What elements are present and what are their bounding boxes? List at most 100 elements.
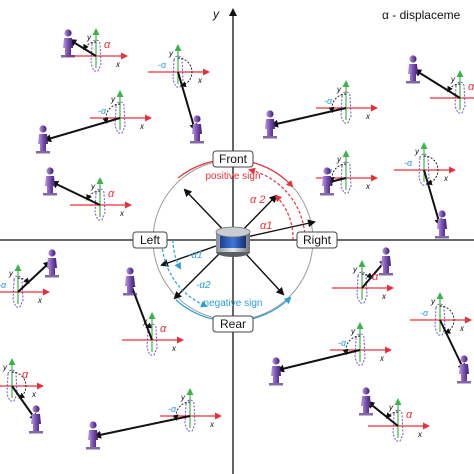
neg-alpha1-label: -α1 — [188, 250, 203, 261]
x-label: x — [197, 76, 203, 85]
x-label: x — [365, 182, 371, 191]
alpha-label: α — [406, 409, 413, 421]
x-label: x — [115, 60, 121, 69]
center-group: Front Rear Left Right positive sign nega… — [132, 150, 338, 333]
neg-alpha-label: -α — [338, 338, 347, 348]
x-label: x — [417, 430, 423, 439]
person-icon — [123, 267, 137, 296]
displacement-arrow — [68, 38, 97, 57]
x-label: x — [443, 174, 449, 183]
angle-arc — [328, 163, 347, 184]
pedestrian-vignette: x y-α — [394, 142, 456, 239]
positive-arc — [274, 194, 294, 241]
x-label: x — [459, 324, 465, 333]
angle-arc — [145, 322, 153, 329]
y-label: y — [168, 49, 174, 58]
pedestrian-vignette: x y-α — [263, 80, 378, 139]
x-label: x — [31, 390, 37, 399]
person-icon — [269, 357, 283, 386]
neg-alpha-label: -α — [324, 96, 333, 106]
front-label-box — [212, 150, 254, 168]
displacement-arrow — [177, 71, 198, 132]
rear-label: Rear — [220, 317, 246, 331]
alpha-label: α — [372, 271, 379, 283]
person-icon — [61, 29, 75, 58]
y-label: y — [90, 182, 96, 191]
angle-arc — [86, 190, 101, 201]
angle-arc — [439, 305, 455, 334]
neg-alpha-label: -α — [0, 280, 7, 290]
alpha-label: α — [468, 81, 474, 93]
displacement-arrow — [43, 117, 121, 143]
angle-arc — [361, 272, 373, 279]
person-icon — [190, 115, 204, 144]
y-label: y — [180, 393, 186, 402]
neg-alpha-label: -α — [404, 158, 413, 168]
legend-text: α - displaceme — [382, 8, 461, 22]
person-icon — [359, 387, 373, 416]
y-label: y — [8, 269, 14, 278]
negative-sign-text: negative sign — [204, 298, 263, 309]
person-icon — [36, 125, 50, 154]
y-label: y — [350, 327, 356, 336]
y-label: y — [414, 147, 420, 156]
front-label: Front — [219, 152, 248, 166]
alpha-label: α — [22, 369, 29, 381]
pedestrian-vignette: x y-α — [86, 388, 222, 450]
x-label: x — [381, 292, 387, 301]
alpha2-label: α 2 — [250, 194, 265, 206]
person-icon — [406, 55, 420, 84]
y-label: y — [450, 75, 456, 84]
angle-arc — [83, 41, 97, 51]
y-axis-label: y — [212, 7, 220, 21]
person-icon — [43, 167, 57, 196]
positive-arc-large — [248, 167, 306, 239]
neg-alpha-label: -α — [168, 404, 177, 414]
displacement-arrow — [128, 280, 153, 341]
negative-arc-large — [161, 243, 208, 308]
angle-arc — [172, 401, 191, 421]
negative-arc — [172, 239, 181, 270]
angle-arc — [342, 335, 361, 356]
left-label-box — [132, 231, 168, 249]
person-icon — [29, 405, 43, 434]
pedestrian-vignette: xy-α — [269, 322, 392, 386]
neg-alpha-label: -α — [98, 106, 107, 116]
displacement-arrow — [413, 68, 461, 99]
angle-arc — [17, 277, 30, 284]
y-label: y — [388, 403, 394, 412]
y-label: y — [430, 297, 436, 306]
displacement-arrow — [366, 400, 399, 427]
displacement-arrow — [423, 169, 443, 227]
right-label-box — [296, 231, 338, 249]
alpha1-label: α1 — [260, 220, 272, 232]
positive-sign-text: positive sign — [205, 171, 260, 182]
pedestrian-vignettes: xyαxy-αxy-αxy-αxyαxyαxy-αxy-αxy-αxyαxyαx… — [0, 28, 474, 450]
alpha-label: α — [104, 39, 111, 51]
x-label: x — [365, 112, 371, 121]
angle-arc — [447, 83, 461, 93]
y-label: y — [336, 85, 342, 94]
person-icon — [435, 210, 449, 239]
alpha-label: α — [108, 188, 115, 200]
displacement-arrow — [270, 107, 347, 128]
pedestrian-vignette: xyα — [61, 28, 128, 72]
x-label: x — [119, 209, 125, 218]
displacement-arrow — [93, 415, 191, 439]
rear-label-box — [212, 315, 254, 333]
angle-arc — [385, 411, 399, 419]
person-icon — [379, 247, 393, 276]
person-icon — [86, 421, 100, 450]
left-label: Left — [140, 233, 161, 247]
displacement-arrow — [439, 319, 466, 372]
pedestrian-vignette: xyα — [332, 247, 394, 304]
pedestrian-vignette: xyα — [0, 358, 44, 434]
person-icon — [320, 167, 334, 196]
x-label: x — [171, 344, 177, 353]
neg-alpha-label: -α — [420, 308, 429, 318]
person-icon — [457, 355, 471, 384]
x-label: x — [209, 420, 215, 429]
angle-arc — [328, 93, 347, 114]
neg-alpha-label: -α — [158, 60, 167, 70]
